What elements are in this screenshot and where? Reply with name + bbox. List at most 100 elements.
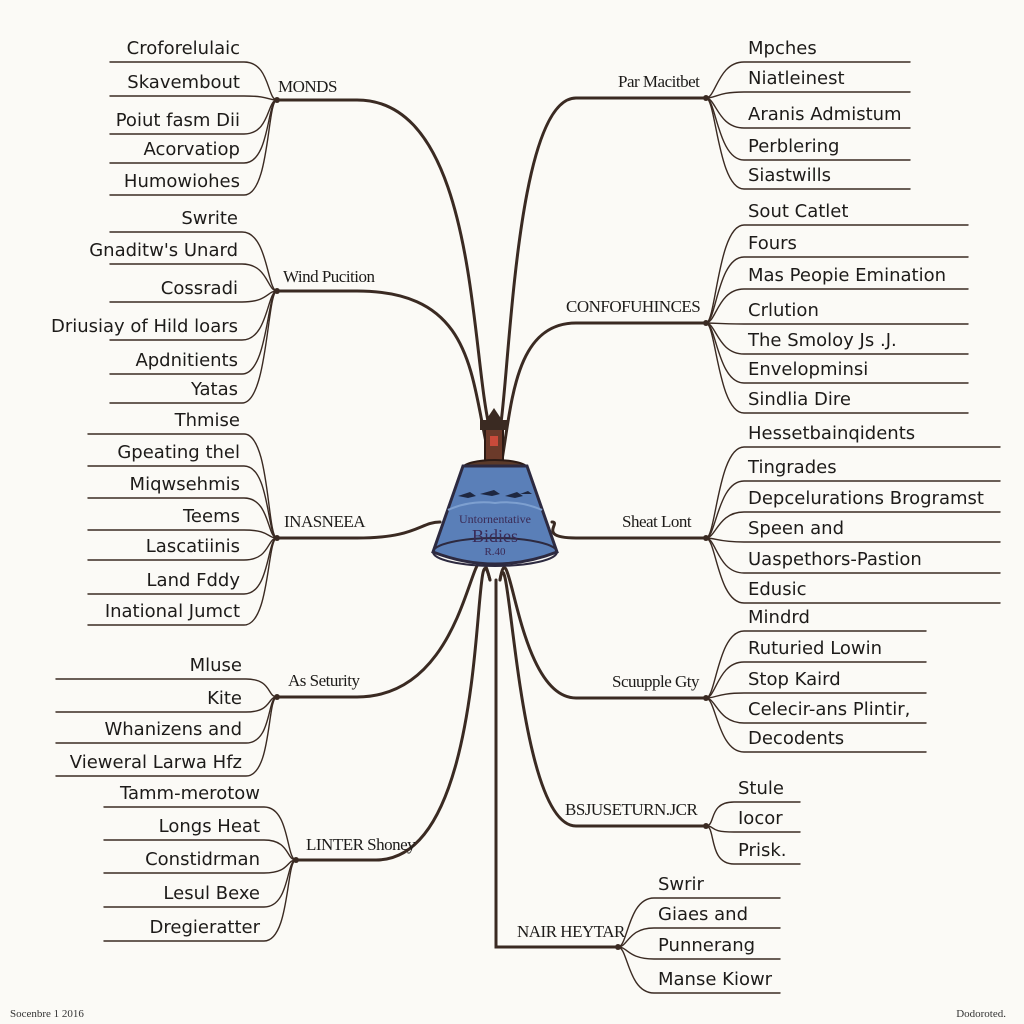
footer-note: Dodoroted. — [956, 1008, 1006, 1020]
branch-label-4: LINTER Shoney — [306, 835, 416, 854]
leaf-label-7-4: Uaspethors-Pastion — [748, 549, 922, 570]
branch-node-0 — [274, 97, 280, 103]
central-subtitle: Bidies — [471, 526, 518, 546]
leaf-label-5-1: Niatleinest — [748, 68, 845, 89]
connector-lines — [55, 61, 1001, 994]
leaf-connector-4-0 — [103, 806, 297, 861]
leaf-connector-0-4 — [109, 99, 278, 196]
leaf-connector-5-4 — [705, 97, 911, 190]
leaf-connector-5-0 — [705, 61, 911, 99]
central-code: R.40 — [484, 546, 506, 558]
leaf-label-3-1: Kite — [207, 688, 242, 709]
leaf-connector-0-1 — [109, 95, 278, 101]
leaf-connector-2-6 — [87, 537, 278, 626]
branch-label-7: Sheat Lont — [622, 512, 692, 531]
leaf-label-0-4: Humowiohes — [123, 171, 240, 192]
branch-connector-4 — [294, 567, 492, 862]
leaf-label-7-3: Speen and — [748, 518, 844, 539]
leaf-connector-8-4 — [705, 697, 927, 753]
leaf-label-8-3: Celecir-ans Plintir, — [748, 699, 911, 720]
branch-connector-1 — [275, 289, 492, 462]
leaf-connector-3-0 — [55, 678, 278, 698]
leaf-label-7-2: Depcelurations Brogramst — [748, 488, 984, 509]
branch-node-5 — [703, 95, 709, 101]
leaf-connector-6-2 — [705, 288, 969, 324]
branch-connector-5 — [498, 96, 708, 432]
leaf-connector-8-1 — [705, 661, 927, 699]
central-title: Untornentative — [459, 512, 531, 526]
branch-connector-7 — [550, 520, 708, 540]
leaf-label-5-3: Perblering — [748, 136, 840, 157]
branch-node-9 — [703, 823, 709, 829]
leaf-label-7-0: Hessetbainqidents — [748, 423, 916, 444]
branch-connector-6 — [500, 321, 708, 462]
branch-label-2: INASNEEA — [284, 512, 366, 531]
leaf-label-10-3: Manse Kiowr — [658, 969, 773, 990]
leaf-label-6-6: Sindlia Dire — [748, 389, 851, 410]
branch-connector-2 — [275, 520, 442, 540]
leaf-connector-5-1 — [705, 91, 911, 99]
leaf-label-8-4: Decodents — [748, 728, 845, 749]
leaf-label-4-2: Constidrman — [145, 849, 260, 870]
leaf-label-1-1: Gnaditw's Unard — [89, 240, 238, 261]
leaf-label-5-2: Aranis Admistum — [748, 104, 902, 125]
leaf-connector-2-0 — [87, 433, 278, 539]
leaf-label-0-1: Skavembout — [127, 72, 240, 93]
leaf-connector-8-2 — [705, 692, 927, 699]
branch-label-6: CONFOFUHINCES — [566, 297, 701, 316]
leaf-label-2-0: Thmise — [174, 410, 240, 431]
central-bucket-icon — [431, 408, 559, 567]
branch-connector-8 — [498, 566, 708, 700]
leaf-label-2-3: Teems — [183, 506, 240, 527]
leaf-label-8-2: Stop Kaird — [748, 669, 841, 690]
leaf-label-8-1: Ruturied Lowin — [748, 638, 883, 659]
leaf-label-0-2: Poiut fasm Dii — [115, 110, 240, 131]
leaf-label-1-0: Swrite — [181, 208, 238, 229]
leaf-label-6-4: The Smoloy Js .J. — [748, 330, 897, 351]
leaf-label-9-1: Iocor — [738, 808, 783, 829]
branch-node-8 — [703, 695, 709, 701]
leaf-connector-7-5 — [705, 537, 1001, 604]
leaf-connector-6-1 — [705, 256, 969, 324]
branch-node-10 — [615, 944, 621, 950]
leaf-label-1-5: Yatas — [190, 379, 238, 400]
leaf-connector-3-1 — [55, 696, 278, 713]
branch-node-1 — [274, 288, 280, 294]
leaf-label-2-4: Lascatiinis — [145, 536, 240, 557]
leaf-connector-7-0 — [705, 446, 1001, 539]
branch-label-8: Scuupple Gty — [612, 672, 700, 691]
leaf-label-2-5: Land Fddy — [146, 570, 240, 591]
leaf-label-4-0: Tamm-merotow — [119, 783, 260, 804]
leaf-label-8-0: Mindrd — [748, 607, 810, 628]
leaf-connector-7-1 — [705, 480, 1001, 539]
leaf-label-1-2: Cossradi — [160, 278, 238, 299]
leaf-label-1-3: Driusiay of Hild loars — [50, 316, 238, 337]
leaf-label-9-0: Stule — [738, 778, 784, 799]
leaf-connector-4-4 — [103, 859, 297, 942]
leaf-label-2-2: Miqwsehmis — [129, 474, 240, 495]
branch-connector-9 — [498, 570, 708, 828]
leaf-label-6-1: Fours — [748, 233, 797, 254]
branch-node-4 — [293, 857, 299, 863]
leaf-label-10-1: Giaes and — [658, 904, 749, 925]
leaf-label-3-0: Mluse — [189, 655, 242, 676]
branch-node-2 — [274, 535, 280, 541]
leaf-label-3-3: Vieweral Larwa Hfz — [69, 752, 242, 773]
leaf-label-9-2: Prisk. — [738, 840, 787, 861]
leaf-connector-6-0 — [705, 224, 969, 324]
branch-label-3: As Seturity — [288, 671, 360, 690]
leaf-label-6-2: Mas Peopie Emination — [748, 265, 947, 286]
leaf-label-6-0: Sout Catlet — [748, 201, 849, 222]
leaf-label-6-5: Envelopminsi — [748, 359, 869, 380]
leaf-connector-3-3 — [55, 696, 278, 777]
leaf-connector-10-3 — [617, 946, 781, 994]
leaf-connector-5-2 — [705, 97, 911, 129]
leaf-label-0-3: Acorvatiop — [143, 139, 241, 160]
leaf-connector-0-0 — [109, 61, 278, 101]
leaf-connector-9-2 — [705, 825, 801, 865]
branch-label-5: Par Macitbet — [618, 72, 700, 91]
leaf-connector-1-0 — [109, 231, 278, 292]
footer-date: Socenbre 1 2016 — [10, 1008, 84, 1020]
branch-label-0: MONDS — [278, 77, 337, 96]
